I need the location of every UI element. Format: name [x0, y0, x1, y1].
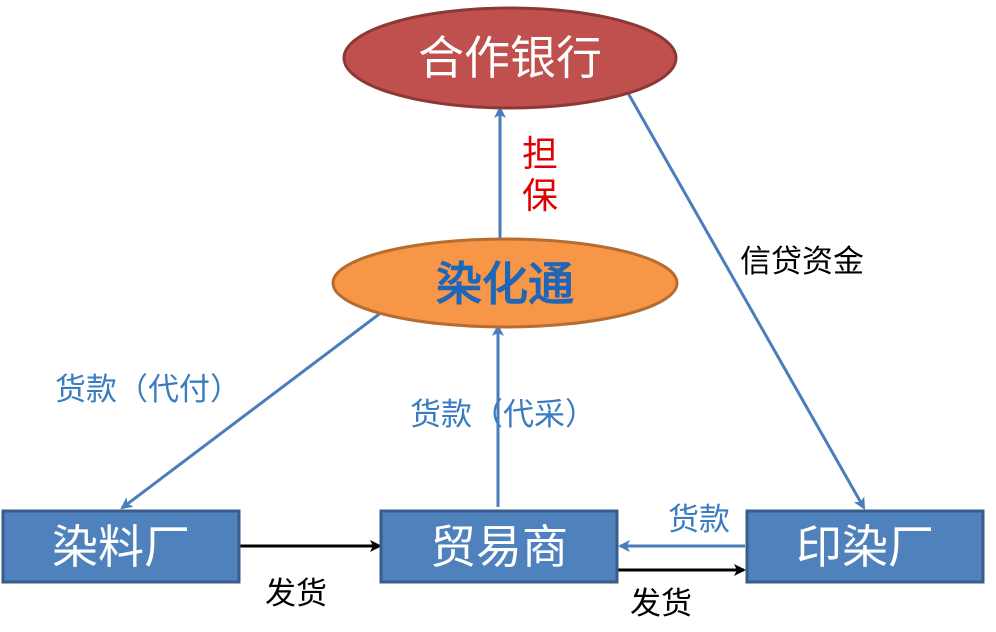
- bank-node-label: 合作银行: [418, 31, 602, 85]
- printing-factory-node-label: 印染厂: [796, 520, 934, 574]
- edge-label-credit-funds: 信贷资金: [740, 244, 864, 280]
- bank-node-shape: [342, 6, 678, 110]
- printing-factory-node-shape: [745, 509, 985, 584]
- edge-label-payment-procurement: 货款（代采）: [410, 397, 596, 433]
- dye-factory-node-label: 染料厂: [52, 520, 190, 574]
- edge-label-payment-to-trader: 货款: [668, 502, 730, 538]
- edge-label-ship-to-trader: 发货: [265, 576, 327, 612]
- trader-node-label: 贸易商: [430, 520, 568, 574]
- edge-label-payment-on-behalf: 货款（代付）: [55, 372, 241, 408]
- trader-node-shape: [379, 509, 619, 584]
- dye-factory-node-shape: [1, 509, 241, 584]
- arrow-bank-to-printing: [626, 92, 866, 510]
- platform-node-shape: [331, 237, 679, 329]
- arrow-platform-to-dye: [120, 310, 383, 510]
- platform-node-label: 染化通: [436, 257, 574, 311]
- edge-label-guarantee-2: 保: [522, 176, 558, 217]
- edge-label-guarantee-1: 担: [522, 134, 558, 175]
- edge-label-ship-to-printing: 发货: [630, 586, 692, 622]
